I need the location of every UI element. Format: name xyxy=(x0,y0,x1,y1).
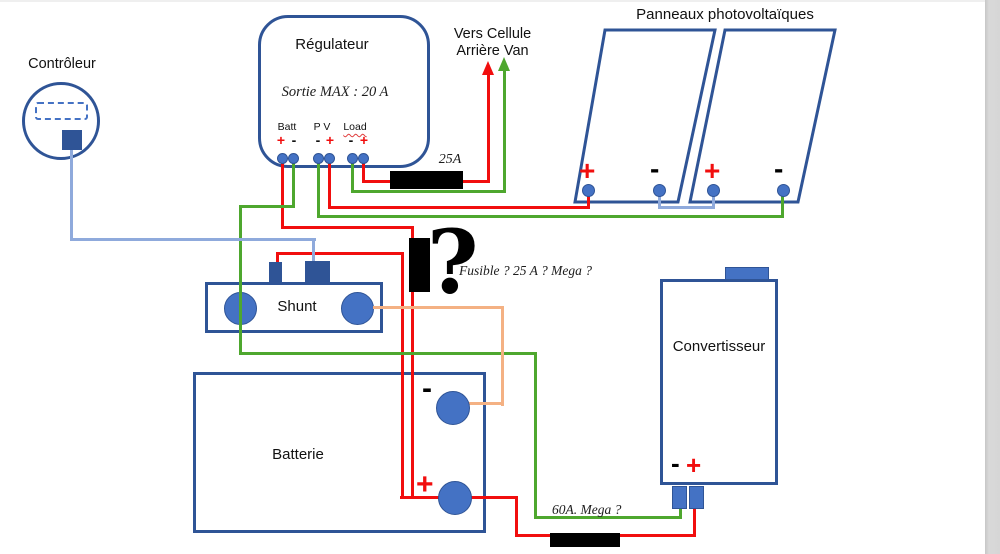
terminal-pv-plus xyxy=(323,152,335,164)
window-top-edge xyxy=(0,0,1000,2)
vers-cellule-label: Vers Cellule Arrière Van xyxy=(440,26,545,59)
shunt-right-terminal xyxy=(340,291,374,325)
terminal-pv-minus xyxy=(312,152,324,164)
controller-label: Contrôleur xyxy=(28,56,96,72)
inverter-label: Convertisseur xyxy=(672,338,766,355)
wire-shunt-battery xyxy=(469,402,503,405)
batt-minus-sign: - xyxy=(291,132,297,148)
terminal-load-minus xyxy=(346,152,358,164)
wire-battery-to-inverter xyxy=(469,496,518,499)
inverter-box xyxy=(660,279,778,485)
inverter-minus-connector xyxy=(672,486,687,509)
wire-battery-to-inverter xyxy=(515,496,518,537)
pv-plus-sign: + xyxy=(325,132,335,148)
wire-load-pos xyxy=(361,162,365,183)
wire-batt-neg xyxy=(291,162,295,208)
terminal-batt-minus xyxy=(287,152,299,164)
wire-pv-neg xyxy=(316,215,784,218)
wire-shunt-battery xyxy=(373,305,504,309)
regulator-box xyxy=(258,15,430,168)
wire-neg-bus xyxy=(534,352,537,519)
battery-minus-sign: - xyxy=(422,372,432,405)
terminal-label-pv: P V xyxy=(313,121,331,133)
batt-plus-sign: + xyxy=(276,132,286,148)
wire-inverter-plus xyxy=(693,505,696,537)
fuse-60a xyxy=(550,533,620,547)
wire-load-neg xyxy=(350,190,506,193)
battery-plus-terminal xyxy=(438,481,472,515)
fuse-25a-label: 25A xyxy=(438,152,462,167)
wire-batt-pos-through-fuse xyxy=(410,226,414,498)
shunt-label: Shunt xyxy=(277,298,317,315)
wire-shunt-battery xyxy=(501,305,504,406)
wire-pv-pos xyxy=(327,162,331,209)
wire-load-neg-arrow xyxy=(503,70,506,193)
solar-panel-1 xyxy=(573,28,717,204)
panel1-minus-terminal xyxy=(652,183,666,197)
wire-pv-neg xyxy=(316,162,320,217)
vers-cellule-line2: Arrière Van xyxy=(456,42,529,59)
battery-minus-terminal xyxy=(436,391,470,425)
panel1-minus-sign: - xyxy=(650,153,660,184)
vers-cellule-line1: Vers Cellule xyxy=(453,26,532,42)
scrollbar-gutter[interactable] xyxy=(985,0,1000,554)
fuse-25a xyxy=(390,171,463,189)
regulator-subtitle: Sortie MAX : 20 A xyxy=(281,84,389,100)
fuse-note: Fusible ? 25 A ? Mega ? xyxy=(459,263,592,278)
question-mark-glyph: ? xyxy=(427,210,479,314)
terminal-label-load: Load xyxy=(343,121,367,133)
wire-batt-pos xyxy=(280,226,414,229)
fuse-60a-label: 60A. Mega ? xyxy=(552,502,622,517)
inverter-plus-connector xyxy=(689,486,704,509)
wire-inverter-minus xyxy=(679,505,682,519)
wire-neg-bus xyxy=(534,516,682,519)
wire-pv-pos xyxy=(327,206,590,209)
controller-connector xyxy=(62,130,82,150)
wire-shunt-red xyxy=(400,252,404,498)
wire-load-neg xyxy=(350,162,354,192)
wire-batt-neg xyxy=(239,205,242,355)
wire-panel2-minus xyxy=(780,193,784,218)
load-plus-sign: + xyxy=(359,132,369,148)
controller-display xyxy=(35,102,88,120)
wire-controller xyxy=(69,149,73,241)
inverter-plus-sign: + xyxy=(686,450,702,480)
wire-load-pos-arrow xyxy=(486,74,490,183)
terminal-load-plus xyxy=(357,152,369,164)
terminal-label-batt: Batt xyxy=(277,121,297,133)
wire-neg-bus xyxy=(239,352,537,355)
green-arrow-head xyxy=(498,57,510,71)
inverter-top-connector xyxy=(725,267,769,280)
wire-to-battery-plus xyxy=(400,495,442,499)
load-minus-sign: - xyxy=(348,132,354,148)
panel2-plus-sign: + xyxy=(704,155,721,186)
wire-controller xyxy=(69,238,316,241)
wire-controller xyxy=(312,238,315,264)
wire-shunt-red xyxy=(275,252,404,255)
pv-minus-sign: - xyxy=(315,132,321,148)
wire-panel-series xyxy=(657,206,715,209)
shunt-big-connector xyxy=(305,261,330,283)
panels-title: Panneaux photovoltaïques xyxy=(636,6,814,23)
shunt-small-connector xyxy=(269,262,282,283)
controller-circle xyxy=(22,82,100,160)
red-arrow-head xyxy=(481,61,494,75)
battery-label: Batterie xyxy=(272,446,324,463)
regulator-title: Régulateur xyxy=(295,36,369,53)
panel1-plus-sign: + xyxy=(579,155,596,186)
panel2-minus-sign: - xyxy=(774,153,784,184)
wire-batt-neg xyxy=(239,205,294,208)
battery-plus-sign: + xyxy=(416,468,434,501)
inverter-minus-sign: - xyxy=(671,448,680,478)
panel2-minus-terminal xyxy=(776,183,790,197)
wire-batt-pos xyxy=(280,162,284,228)
terminal-batt-plus xyxy=(276,152,288,164)
fuse-unknown xyxy=(409,238,430,292)
wire-shunt-red xyxy=(275,252,279,264)
